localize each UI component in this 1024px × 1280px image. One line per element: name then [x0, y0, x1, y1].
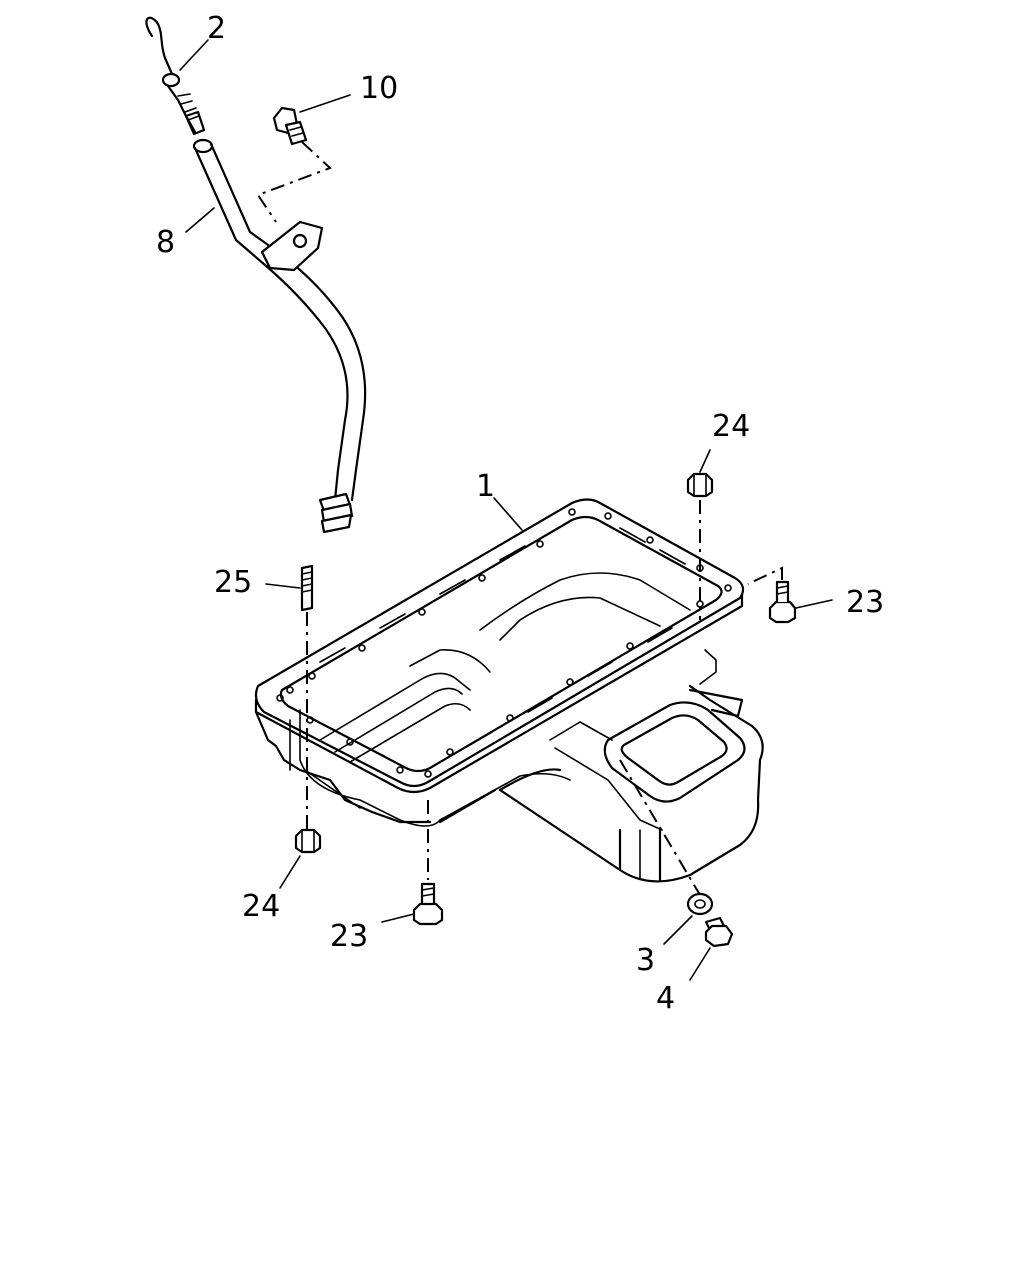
bolt-part-10 [256, 106, 332, 223]
stud-part-25 [300, 564, 314, 830]
callout-4: 4 [656, 981, 675, 1016]
leader-lines [179, 39, 833, 981]
bolt-part-23-right [747, 566, 797, 624]
drain-plug-part-4 [704, 916, 734, 948]
washer-part-3 [619, 759, 714, 916]
nut-part-24-bottom [294, 828, 322, 854]
nut-part-24-top [686, 472, 714, 620]
callout-10: 10 [360, 71, 398, 106]
bolt-part-23-bottom [412, 800, 444, 926]
guide-tube-part-8 [192, 138, 367, 534]
callout-25: 25 [214, 565, 252, 600]
callout-23-bottom: 23 [330, 919, 368, 954]
dipstick-part-2 [145, 16, 206, 136]
callout-1: 1 [476, 469, 495, 504]
callout-24-bottom: 24 [242, 889, 280, 924]
callout-23-right: 23 [846, 585, 884, 620]
callout-24-top: 24 [712, 409, 750, 444]
callout-8: 8 [156, 225, 175, 260]
callout-3: 3 [636, 943, 655, 978]
callout-2: 2 [207, 11, 226, 46]
oil-pan-part-1 [254, 498, 764, 883]
